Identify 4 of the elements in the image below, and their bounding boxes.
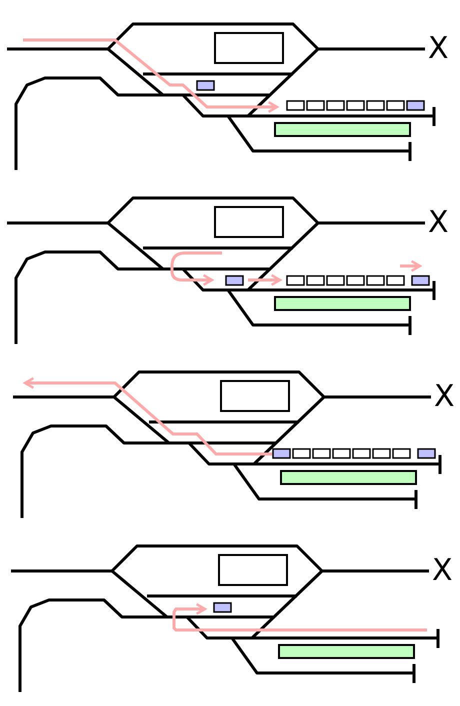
track-end-label: X	[428, 34, 449, 64]
track-end-label: X	[434, 382, 455, 412]
track-end-label: X	[432, 556, 453, 586]
track-end-label: X	[428, 208, 449, 238]
